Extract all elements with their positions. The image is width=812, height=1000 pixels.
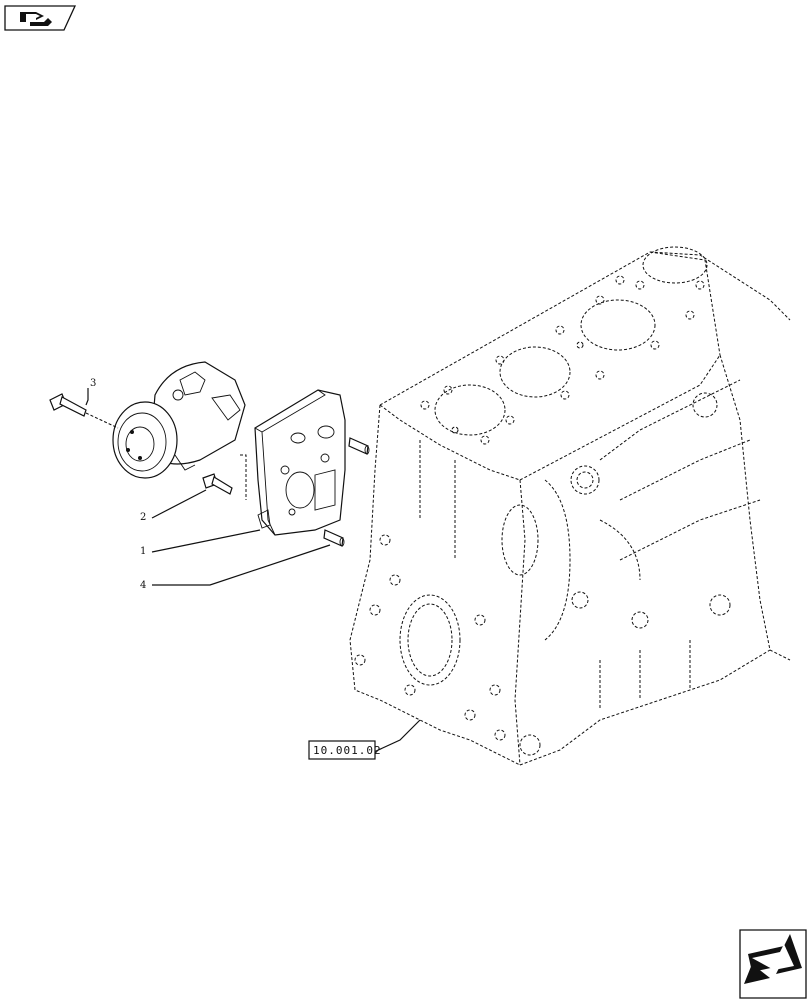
leader-3 [85, 388, 89, 406]
leader-4 [152, 544, 331, 586]
ac-compressor [112, 361, 246, 479]
dowel-pin-4 [323, 529, 345, 547]
reference-code: 10.001.02 [313, 744, 382, 757]
dowel-pin-upper [348, 437, 370, 455]
bolt-3 [49, 393, 119, 429]
leader-1 [151, 529, 261, 553]
callout-1: 1 [140, 546, 146, 557]
page-flag-icon[interactable] [4, 5, 77, 31]
leader-2 [151, 489, 207, 519]
deck-bolt-holes [420, 275, 705, 445]
callout-2: 2 [140, 512, 146, 523]
engine-block [349, 246, 791, 766]
bolt-2 [202, 473, 233, 495]
reference-link[interactable]: 10.001.02 [308, 740, 382, 760]
alignment-line [240, 454, 247, 500]
leader-ref [373, 719, 421, 753]
callout-4: 4 [140, 580, 146, 591]
mounting-bracket [254, 389, 346, 536]
callout-3: 3 [90, 378, 96, 389]
next-page-arrow-icon[interactable] [739, 929, 807, 999]
